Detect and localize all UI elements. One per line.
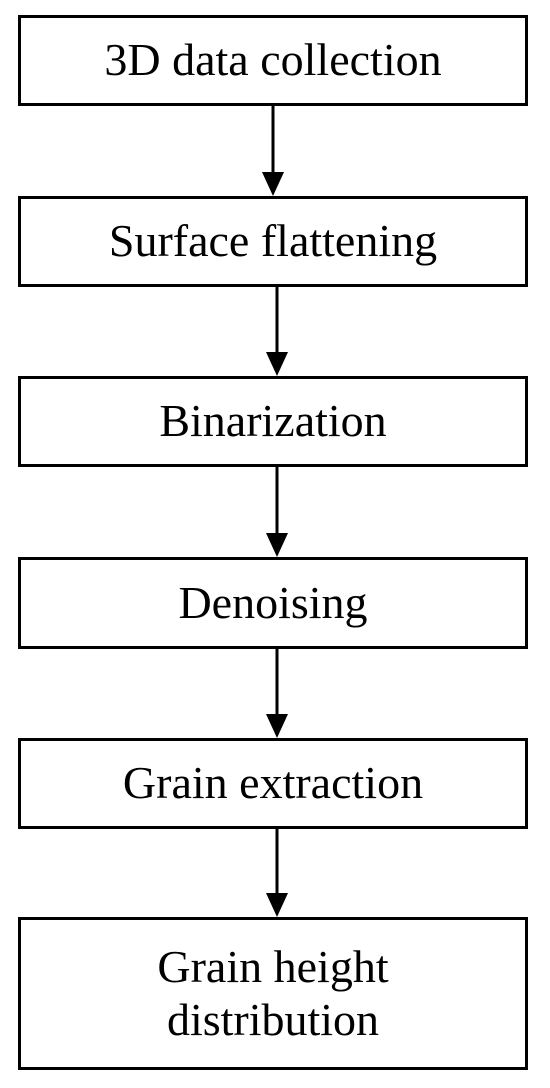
flow-arrow	[266, 287, 288, 376]
flow-step-surface-flattening: Surface flattening	[18, 196, 528, 287]
flow-arrow	[266, 829, 288, 917]
flow-step-3d-data-collection: 3D data collection	[18, 15, 528, 106]
flow-step-label: Grain height distribution	[157, 940, 389, 1045]
flow-arrow	[262, 106, 284, 196]
flow-step-label: 3D data collection	[104, 34, 442, 86]
flow-step-label: Denoising	[178, 576, 368, 628]
flow-step-label: Grain extraction	[122, 757, 424, 809]
flow-step-binarization: Binarization	[18, 376, 528, 467]
flow-arrow	[266, 467, 288, 557]
flow-step-grain-height-distribution: Grain height distribution	[18, 917, 528, 1070]
flow-step-denoising: Denoising	[18, 557, 528, 649]
flow-arrow	[266, 649, 288, 738]
flow-step-label: Surface flattening	[108, 215, 438, 267]
flow-step-label: Binarization	[159, 395, 387, 447]
flow-step-grain-extraction: Grain extraction	[18, 738, 528, 829]
